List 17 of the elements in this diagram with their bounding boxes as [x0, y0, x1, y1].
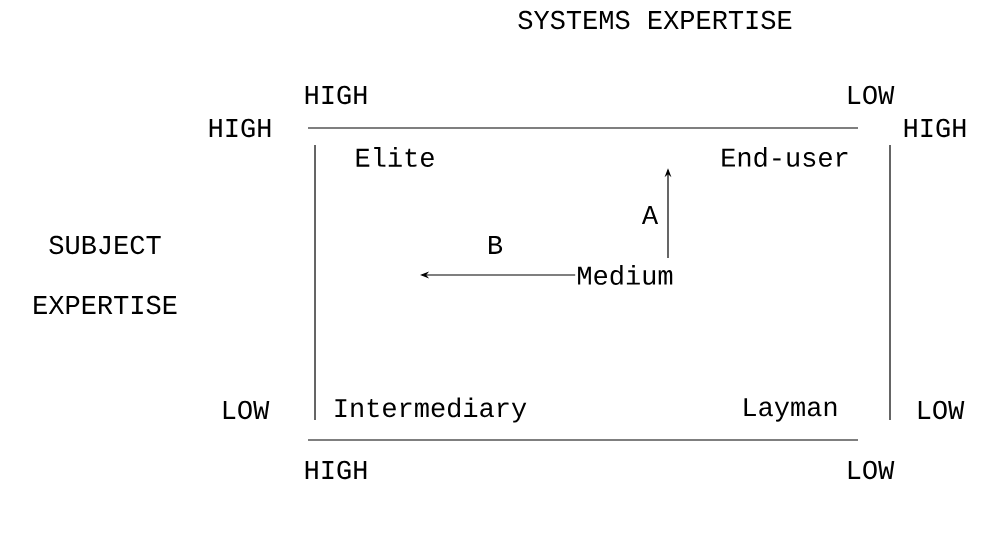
- axis-label: LOW: [918, 400, 965, 420]
- category-label: Elite: [356, 147, 434, 167]
- edge-label: A: [641, 206, 659, 224]
- title: SYSTEMS EXPERTISE: [518, 10, 792, 30]
- category-label: Layman: [744, 398, 837, 422]
- axis-label: SUBJECT EXPERTISE: [34, 235, 177, 315]
- category-label: Medium: [578, 265, 673, 285]
- edge-label: B: [489, 236, 503, 254]
- axis-label: LOW: [848, 85, 895, 105]
- axis-label: LOW: [223, 400, 270, 420]
- axis-label: HIGH: [305, 460, 367, 480]
- category-label: End-user: [722, 147, 848, 167]
- axis-label: HIGH: [305, 85, 367, 105]
- axis-label: HIGH: [209, 118, 271, 138]
- category-label: Intermediary: [335, 397, 527, 423]
- axis-label: LOW: [848, 460, 895, 480]
- axis-label: HIGH: [904, 118, 966, 138]
